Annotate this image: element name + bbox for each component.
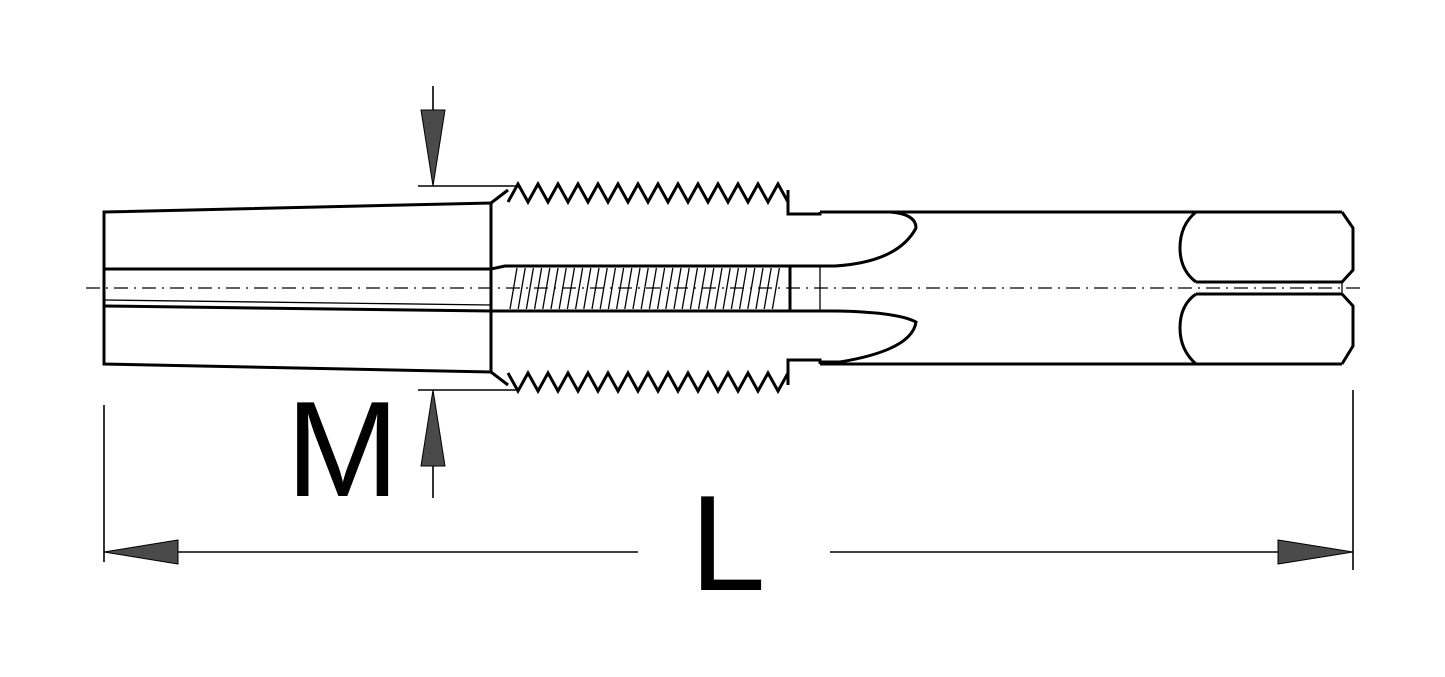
arrow-down-icon: [420, 109, 446, 187]
tap-threaded-section: [490, 180, 822, 395]
hatch-line: [665, 267, 674, 310]
overall-length-dimension: L: [103, 390, 1354, 619]
hatch-line: [607, 267, 617, 310]
hatch-line: [681, 267, 690, 310]
arrow-left-icon: [103, 539, 179, 565]
hatch-line: [542, 267, 551, 310]
hatch-line: [689, 267, 699, 310]
hatch-line: [509, 267, 518, 310]
hatch-line: [517, 267, 526, 310]
hatch-line: [722, 267, 731, 310]
overall-length-label: L: [690, 467, 766, 619]
hatch-line: [697, 267, 707, 310]
flute-runouts: [790, 210, 918, 364]
hatch-line: [673, 267, 682, 310]
flute-thread-hatching: [509, 267, 781, 310]
arrow-right-icon: [1277, 539, 1354, 565]
hatch-line: [583, 267, 592, 310]
hatch-line: [714, 267, 723, 310]
hatch-line: [656, 267, 666, 310]
arrow-up-icon: [420, 389, 446, 467]
hatch-line: [755, 267, 764, 310]
hatch-line: [550, 267, 559, 310]
tap-shank: [820, 210, 1342, 366]
hatch-line: [706, 267, 715, 310]
hatch-line: [533, 267, 543, 310]
thread-diameter-dimension: M: [286, 86, 516, 525]
hatch-line: [558, 267, 567, 310]
hatch-line: [599, 267, 608, 310]
hatch-line: [624, 267, 633, 310]
hatch-line: [525, 267, 535, 310]
thread-diameter-label: M: [286, 373, 399, 525]
hatch-line: [771, 267, 781, 310]
hatch-line: [738, 267, 748, 310]
hatch-line: [591, 267, 600, 310]
hatch-line: [574, 267, 584, 310]
hatch-line: [566, 267, 576, 310]
hatch-line: [615, 267, 625, 310]
hatch-line: [763, 267, 772, 310]
hatch-line: [747, 267, 756, 310]
hatch-line: [640, 267, 649, 310]
hatch-line: [730, 267, 740, 310]
square-drive-end: [1178, 210, 1355, 366]
hatch-line: [648, 267, 658, 310]
hatch-line: [632, 267, 641, 310]
